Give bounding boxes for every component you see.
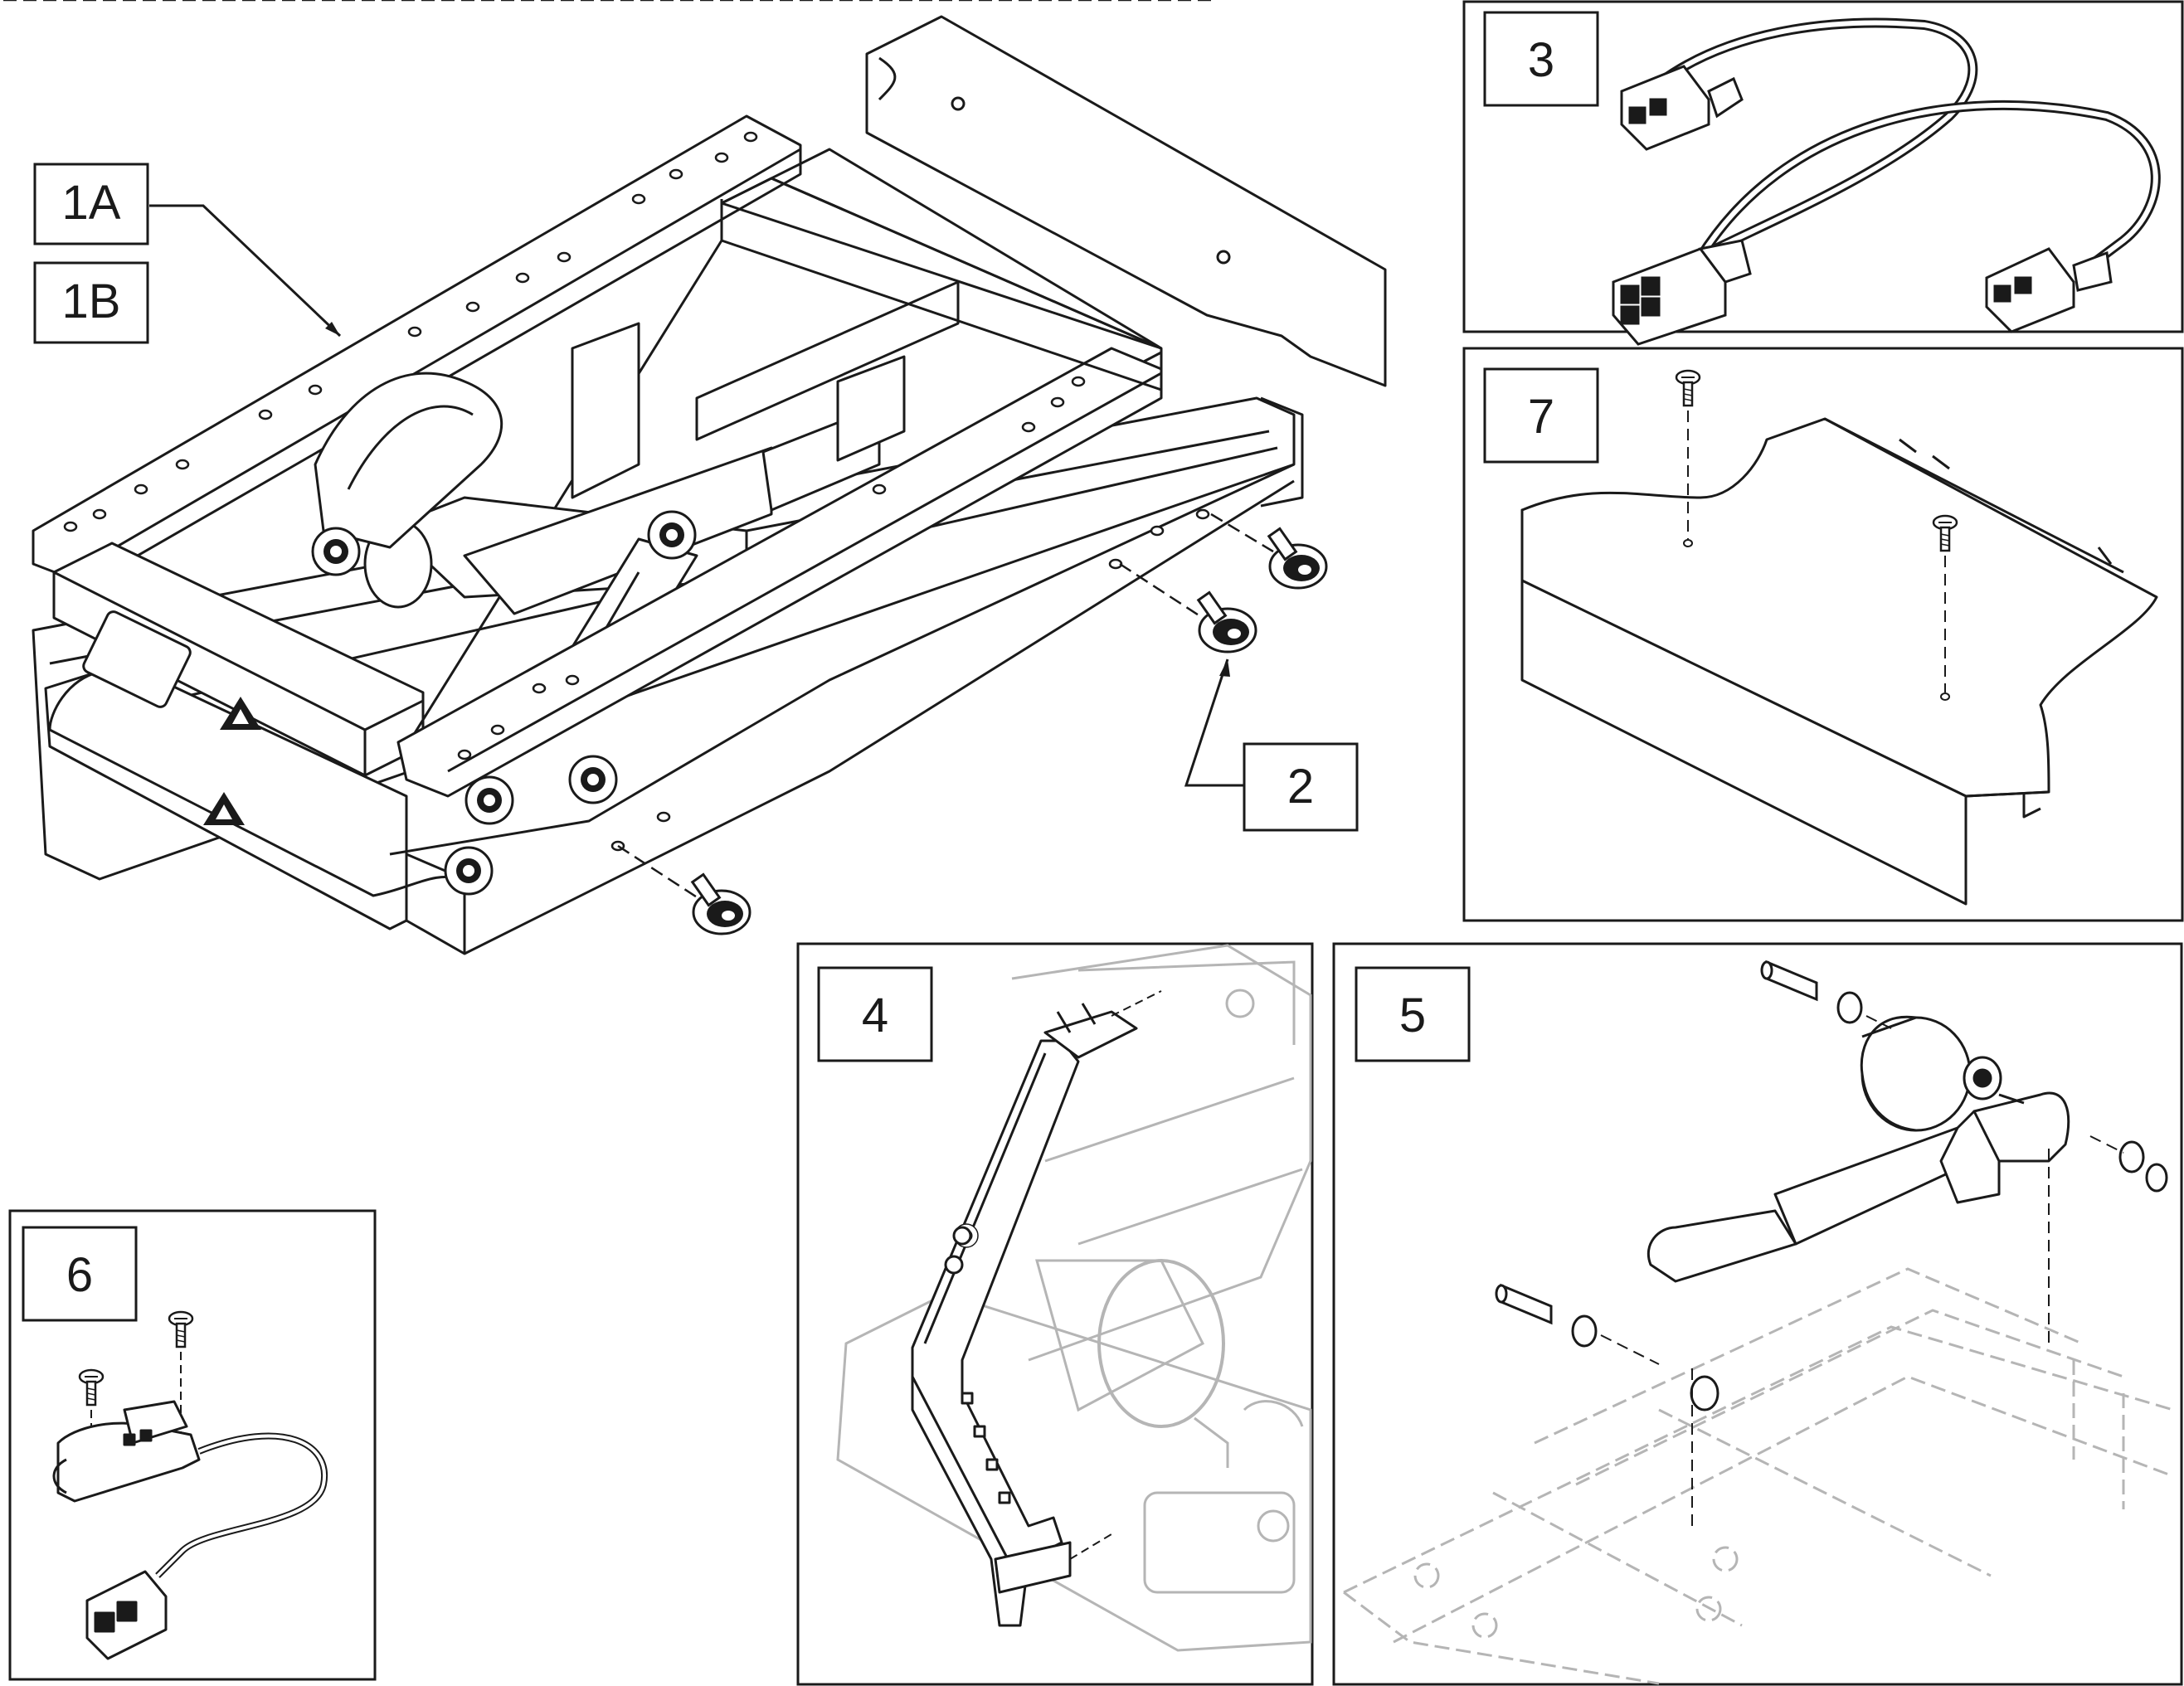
ghost-base-frame bbox=[1343, 1267, 2174, 1685]
pivot-roller bbox=[647, 510, 697, 560]
seat-lift-frame-assembly bbox=[32, 15, 1387, 955]
pivot-roller bbox=[444, 846, 494, 896]
label-1B: 1B bbox=[33, 261, 149, 344]
button-head-screw-icon bbox=[1267, 527, 1328, 590]
motor-cover bbox=[1520, 417, 2158, 906]
button-head-screw-icon bbox=[1197, 590, 1257, 654]
label-2-text: 2 bbox=[1287, 760, 1314, 814]
label-3-text: 3 bbox=[1528, 33, 1554, 87]
detail-box-5 bbox=[1332, 942, 2183, 1686]
linear-actuator bbox=[1647, 1015, 2070, 1283]
label-5-text: 5 bbox=[1399, 989, 1426, 1042]
pivot-roller bbox=[568, 755, 618, 804]
label-2: 2 bbox=[1243, 742, 1359, 832]
hazard-triangle-icon bbox=[203, 792, 245, 825]
pivot-roller bbox=[311, 527, 361, 576]
electrical-connector-icon bbox=[1985, 247, 2113, 333]
electrical-connector-icon bbox=[1620, 65, 1744, 151]
label-3: 3 bbox=[1483, 11, 1599, 107]
bracket-dash-lines bbox=[1069, 990, 1162, 1560]
clevis-pins bbox=[1495, 960, 2168, 1411]
leader-arrow bbox=[325, 322, 340, 336]
bracket-pivot bbox=[944, 1255, 964, 1275]
limit-switch bbox=[52, 1400, 328, 1660]
label-6-text: 6 bbox=[66, 1248, 93, 1302]
cover-dash-lines bbox=[1687, 411, 1946, 692]
label-4-text: 4 bbox=[862, 989, 888, 1042]
assembly-dash-lines bbox=[0, 0, 1274, 901]
electrical-connector-icon bbox=[1612, 239, 1752, 346]
label-7: 7 bbox=[1483, 367, 1599, 464]
mounting-bracket bbox=[911, 1003, 1138, 1627]
cover-hole bbox=[1683, 539, 1693, 547]
label-4: 4 bbox=[817, 966, 933, 1062]
leader-arrow bbox=[1219, 659, 1230, 677]
bracket-pivot bbox=[952, 1226, 972, 1246]
label-7-text: 7 bbox=[1528, 390, 1554, 444]
actuator-dash-lines bbox=[1600, 1015, 2124, 1526]
label-6: 6 bbox=[22, 1226, 138, 1322]
hazard-triangle-icon bbox=[220, 697, 261, 730]
label-1B-text: 1B bbox=[62, 275, 121, 328]
label-5: 5 bbox=[1355, 966, 1471, 1062]
button-head-screw-icon bbox=[691, 872, 752, 935]
label-1A-text: 1A bbox=[62, 176, 121, 230]
leader-lines bbox=[149, 204, 1244, 787]
label-1A: 1A bbox=[33, 163, 149, 245]
harness-cable bbox=[1656, 17, 2161, 270]
pivot-roller bbox=[465, 775, 514, 825]
cover-hole bbox=[1940, 692, 1950, 701]
ghost-frame bbox=[836, 944, 1312, 1652]
